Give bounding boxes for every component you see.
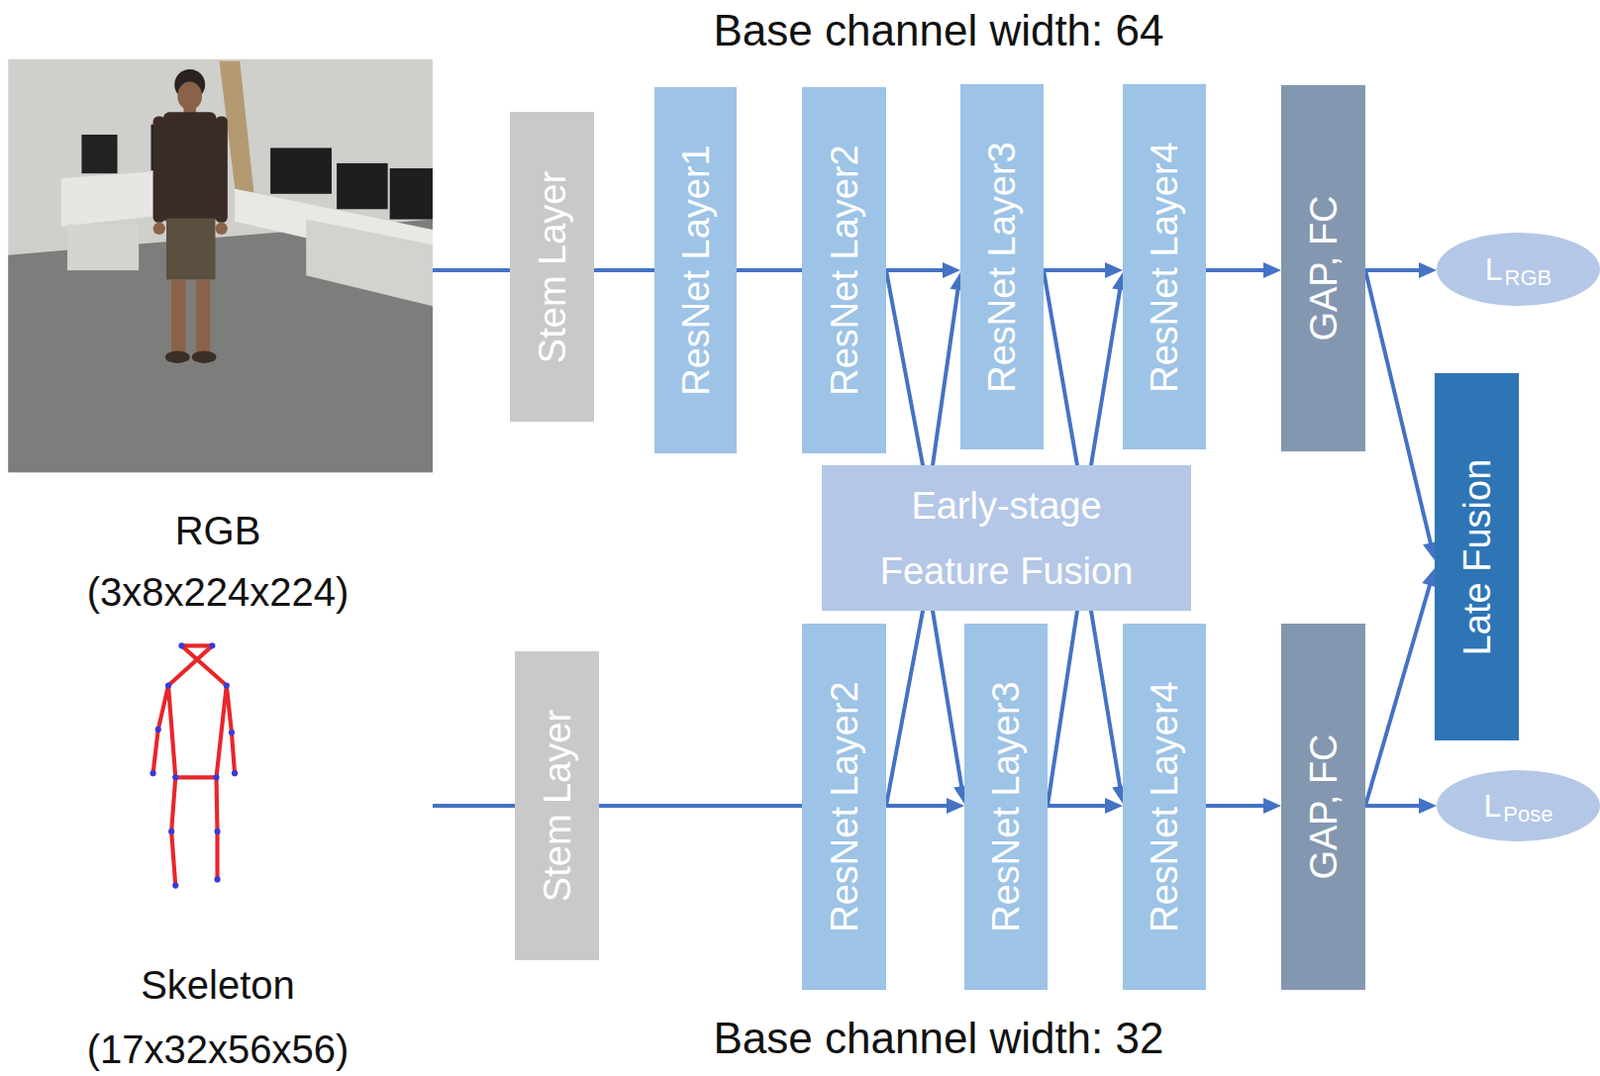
loss-subscript: RGB bbox=[1504, 265, 1553, 292]
connector bbox=[886, 798, 965, 814]
connector-line bbox=[1091, 610, 1121, 791]
connector-line bbox=[1047, 610, 1078, 806]
connector bbox=[1365, 262, 1437, 279]
loss-symbol: L bbox=[1484, 788, 1502, 825]
loss-symbol: L bbox=[1485, 251, 1503, 289]
channel-width-note: Base channel width: 32 bbox=[713, 1014, 1165, 1063]
layer-name: ResNet Layer2 bbox=[825, 681, 864, 932]
arrow-head bbox=[946, 798, 965, 814]
connector-line bbox=[932, 286, 959, 466]
connector bbox=[1047, 610, 1078, 806]
rgb-photo bbox=[7, 59, 433, 473]
connector bbox=[1365, 568, 1438, 806]
connector-line bbox=[1043, 268, 1109, 273]
channel-width-note: Base channel width: 64 bbox=[713, 6, 1165, 55]
connector bbox=[1043, 270, 1078, 466]
resnet-layer: ResNet Layer3 bbox=[964, 623, 1048, 991]
connector bbox=[1205, 262, 1282, 279]
connector bbox=[1043, 262, 1123, 279]
resnet-layer: ResNet Layer2 bbox=[801, 87, 887, 454]
connector-line bbox=[1365, 803, 1423, 808]
fusion-name: Early-stage Feature Fusion bbox=[848, 473, 1166, 604]
connector bbox=[886, 610, 923, 806]
connector-line bbox=[886, 610, 923, 806]
connector-line bbox=[886, 268, 947, 273]
resnet-layer: ResNet Layer3 bbox=[960, 84, 1044, 450]
arrow-head bbox=[1104, 798, 1123, 814]
stem-layer: Stem Layer bbox=[509, 111, 595, 422]
layer-name: GAP, FC bbox=[1304, 195, 1343, 341]
loss-subscript: Pose bbox=[1502, 801, 1553, 828]
late-fusion-box: Late Fusion bbox=[1434, 373, 1519, 741]
connector bbox=[886, 262, 961, 279]
layer-name: ResNet Layer4 bbox=[1145, 681, 1184, 932]
connector-line bbox=[1043, 270, 1078, 466]
input-shape: (17x32x56x56) bbox=[87, 1027, 350, 1072]
connector-line bbox=[1365, 268, 1423, 273]
fusion-box: Early-stage Feature Fusion bbox=[821, 465, 1192, 611]
connector bbox=[1205, 798, 1282, 814]
resnet-layer: ResNet Layer4 bbox=[1122, 84, 1206, 450]
connector-line bbox=[1205, 268, 1268, 273]
layer-name: Stem Layer bbox=[538, 709, 577, 902]
layer-name: ResNet Layer3 bbox=[987, 681, 1025, 932]
arrow-head bbox=[1418, 798, 1437, 814]
connector-line bbox=[736, 268, 802, 273]
connector bbox=[736, 270, 802, 272]
connector-line bbox=[1365, 270, 1432, 547]
layer-name: Stem Layer bbox=[533, 170, 572, 363]
connector bbox=[1365, 798, 1437, 814]
arrow-head bbox=[1418, 262, 1437, 279]
input-line bbox=[432, 268, 510, 273]
loss-label: LPose bbox=[1436, 770, 1600, 842]
connector bbox=[599, 805, 802, 807]
gap-fc-box: GAP, FC bbox=[1281, 85, 1366, 452]
input-line bbox=[432, 803, 515, 808]
skeleton-figure bbox=[149, 642, 238, 889]
connector bbox=[1047, 798, 1123, 814]
ellipse-fill bbox=[1436, 770, 1600, 842]
connector-line bbox=[886, 803, 951, 808]
connector-line bbox=[886, 270, 923, 466]
connector-line bbox=[1091, 286, 1121, 466]
connector-line bbox=[594, 268, 655, 273]
resnet-layer: ResNet Layer4 bbox=[1122, 623, 1206, 991]
input-name: RGB bbox=[175, 508, 262, 553]
connector-line bbox=[1047, 803, 1109, 808]
connector-line bbox=[599, 803, 802, 808]
connector-line bbox=[932, 610, 963, 791]
resnet-layer: ResNet Layer2 bbox=[801, 623, 887, 991]
arrow-head bbox=[942, 262, 961, 279]
loss-label: LRGB bbox=[1436, 232, 1600, 306]
connector bbox=[594, 270, 655, 272]
loss-ellipse: LRGB bbox=[1436, 232, 1600, 306]
arrow-head bbox=[1263, 262, 1282, 279]
resnet-layer: ResNet Layer1 bbox=[654, 87, 737, 454]
arrow-head bbox=[1263, 798, 1282, 814]
input-name: Skeleton bbox=[140, 963, 296, 1007]
connector-line bbox=[1365, 581, 1431, 806]
stem-layer: Stem Layer bbox=[514, 651, 600, 961]
ellipse-fill bbox=[1436, 232, 1600, 306]
loss-ellipse: LPose bbox=[1436, 770, 1600, 842]
layer-name: Late Fusion bbox=[1458, 458, 1497, 656]
input-shape: (3x8x224x224) bbox=[87, 570, 350, 614]
layer-name: GAP, FC bbox=[1304, 733, 1343, 880]
arrow-head bbox=[1104, 262, 1123, 279]
layer-name: ResNet Layer2 bbox=[825, 144, 864, 396]
connector bbox=[1365, 270, 1439, 561]
gap-fc-box: GAP, FC bbox=[1281, 623, 1366, 991]
layer-name: ResNet Layer1 bbox=[677, 144, 715, 396]
connector-line bbox=[1205, 803, 1268, 808]
connector bbox=[886, 270, 923, 466]
layer-name: ResNet Layer4 bbox=[1145, 141, 1184, 393]
layer-name: ResNet Layer3 bbox=[983, 141, 1021, 393]
